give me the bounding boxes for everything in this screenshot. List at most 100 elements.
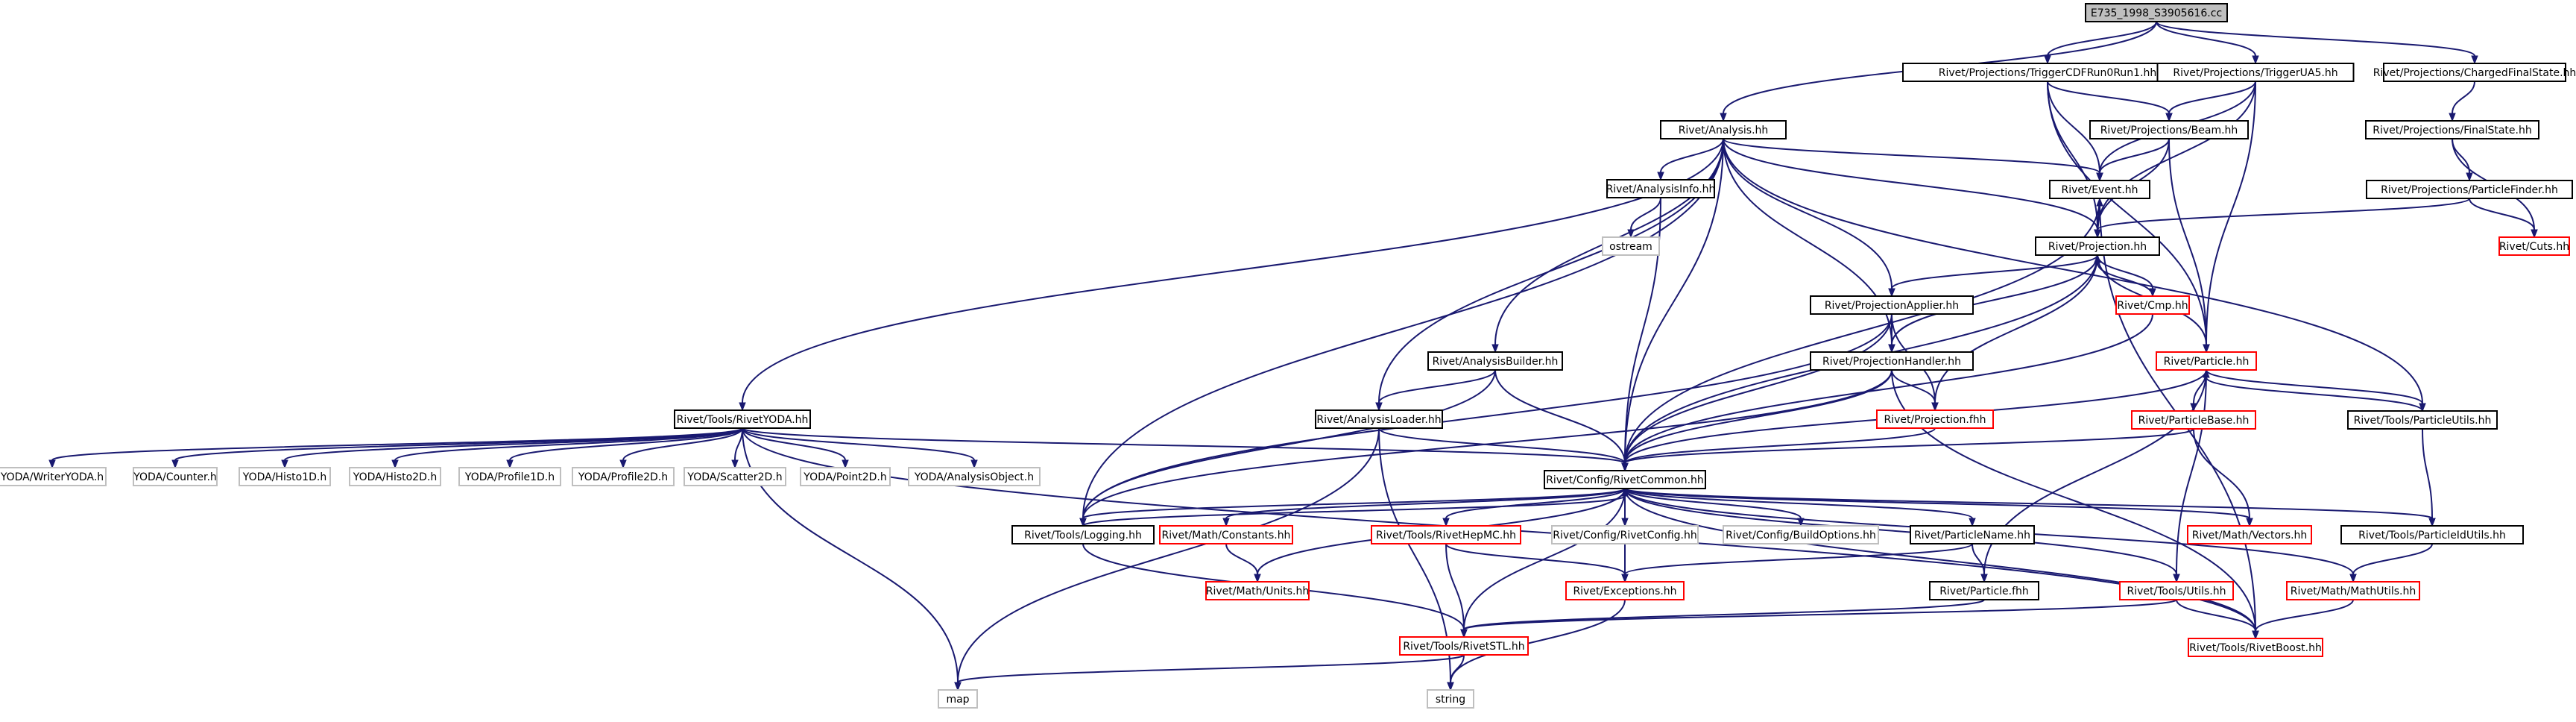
edge-trigcdf-to-beam: [2047, 81, 2173, 122]
node-pbase[interactable]: Rivet/ParticleBase.hh: [2131, 410, 2256, 430]
node-label: Rivet/ProjectionApplier.hh: [1825, 300, 1959, 312]
node-rivetyoda[interactable]: Rivet/Tools/RivetYODA.hh: [674, 409, 811, 429]
node-label: Rivet/Tools/RivetBoost.hh: [2189, 642, 2322, 654]
node-projection[interactable]: Rivet/Projection.hh: [2035, 236, 2160, 256]
edge-trigua5-to-beam: [2165, 81, 2256, 122]
node-label: YODA/WriterYODA.h: [0, 471, 104, 483]
edge-common-to-stl: [1460, 488, 1626, 638]
node-profile1d: YODA/Profile1D.h: [458, 467, 561, 486]
edge-analysis-to-papplier: [1723, 138, 1895, 298]
nodes-layer: E735_1998_S3905616.ccRivet/Projections/T…: [0, 3, 2576, 709]
edge-hepmc-to-stl: [1445, 543, 1468, 638]
node-vectors[interactable]: Rivet/Math/Vectors.hh: [2187, 525, 2312, 544]
node-label: YODA/Point2D.h: [803, 471, 886, 483]
edge-particlefhh-to-stl: [1460, 599, 1985, 638]
node-particlefhh[interactable]: Rivet/Particle.fhh: [1929, 581, 2039, 600]
edge-mconst-to-units: [1225, 543, 1261, 583]
node-aloader[interactable]: Rivet/AnalysisLoader.hh: [1315, 409, 1443, 429]
node-pfhh[interactable]: Rivet/Projection.fhh: [1876, 409, 1994, 429]
node-box: [2156, 63, 2355, 82]
edge-rivetyoda-to-aobject: [742, 427, 978, 469]
node-box: [1565, 581, 1685, 600]
edge-pidutils-to-mathutils: [2349, 543, 2433, 583]
node-exceptions[interactable]: Rivet/Exceptions.hh: [1565, 581, 1685, 600]
edge-mathutils-to-boost: [2252, 599, 2354, 640]
node-label: Rivet/Exceptions.hh: [1573, 586, 1676, 597]
node-units[interactable]: Rivet/Math/Units.hh: [1205, 581, 1310, 600]
node-pidutils[interactable]: Rivet/Tools/ParticleIdUtils.hh: [2340, 525, 2524, 544]
node-label: Rivet/Tools/Utils.hh: [2127, 586, 2226, 597]
node-box: [1544, 470, 1706, 489]
node-root[interactable]: E735_1998_S3905616.cc: [2085, 3, 2228, 22]
edge-root-to-trigcdf: [2044, 21, 2157, 65]
node-common[interactable]: Rivet/Config/RivetCommon.hh: [1544, 470, 1706, 489]
node-scatter2d: YODA/Scatter2D.h: [684, 467, 786, 486]
node-cmp[interactable]: Rivet/Cmp.hh: [2115, 295, 2190, 315]
node-papplier[interactable]: Rivet/ProjectionApplier.hh: [1810, 295, 1974, 315]
node-mathutils[interactable]: Rivet/Math/MathUtils.hh: [2286, 581, 2420, 600]
node-label: Rivet/Projections/TriggerCDFRun0Run1.hh: [1939, 67, 2157, 79]
node-label: Rivet/Projections/ParticleFinder.hh: [2381, 184, 2558, 196]
node-ainfo[interactable]: Rivet/AnalysisInfo.hh: [1606, 179, 1716, 198]
node-box: [1910, 525, 2035, 544]
node-label: string: [1436, 694, 1465, 706]
node-box: [938, 689, 978, 709]
node-label: E735_1998_S3905616.cc: [2091, 7, 2222, 19]
edge-event-to-common: [1621, 198, 2100, 472]
node-label: Rivet/Cuts.hh: [2499, 241, 2569, 253]
node-label: Rivet/ProjectionHandler.hh: [1822, 356, 1961, 368]
node-histo1d: YODA/Histo1D.h: [239, 467, 331, 486]
node-abuilder[interactable]: Rivet/AnalysisBuilder.hh: [1427, 351, 1563, 371]
node-label: Rivet/Tools/RivetHepMC.hh: [1376, 530, 1516, 542]
edge-rivetyoda-to-histo2d: [391, 427, 743, 469]
node-trigua5[interactable]: Rivet/Projections/TriggerUA5.hh: [2156, 63, 2355, 82]
node-phandler[interactable]: Rivet/ProjectionHandler.hh: [1810, 351, 1974, 371]
node-box: [2049, 180, 2150, 199]
node-particle[interactable]: Rivet/Particle.hh: [2156, 351, 2257, 371]
node-beam[interactable]: Rivet/Projections/Beam.hh: [2089, 120, 2249, 139]
node-box: [908, 467, 1041, 486]
node-label: Rivet/Config/RivetCommon.hh: [1546, 474, 1704, 486]
node-logging[interactable]: Rivet/Tools/Logging.hh: [1011, 525, 1155, 544]
node-box: [239, 467, 331, 486]
edge-cmp-to-projection: [2094, 254, 2153, 297]
edge-common-to-bopts: [1624, 488, 1805, 527]
node-hepmc[interactable]: Rivet/Tools/RivetHepMC.hh: [1371, 525, 1521, 544]
node-box: [1876, 409, 1994, 429]
node-label: Rivet/Config/BuildOptions.hh: [1726, 530, 1876, 542]
node-pfinder[interactable]: Rivet/Projections/ParticleFinder.hh: [2366, 180, 2573, 199]
node-box: [2089, 120, 2249, 139]
node-stl[interactable]: Rivet/Tools/RivetSTL.hh: [1399, 636, 1529, 656]
edge-common-to-logging: [1079, 488, 1626, 527]
node-box: [1159, 525, 1293, 544]
node-box: [1315, 409, 1443, 429]
node-event[interactable]: Rivet/Event.hh: [2049, 180, 2150, 199]
node-label: Rivet/AnalysisInfo.hh: [1606, 183, 1716, 195]
node-cfs[interactable]: Rivet/Projections/ChargedFinalState.hh: [2373, 63, 2576, 82]
node-aobject: YODA/AnalysisObject.h: [908, 467, 1041, 486]
node-label: Rivet/Config/RivetConfig.hh: [1553, 530, 1696, 542]
node-box: [2156, 351, 2257, 371]
edge-rivetyoda-to-profile2d: [619, 427, 743, 469]
node-box: [2131, 410, 2256, 430]
node-label: YODA/AnalysisObject.h: [914, 471, 1034, 483]
node-boost[interactable]: Rivet/Tools/RivetBoost.hh: [2188, 638, 2323, 657]
edge-utils-to-stl: [1460, 599, 2177, 638]
node-box: [1902, 63, 2193, 82]
node-label: Rivet/Particle.hh: [2164, 356, 2250, 368]
node-box: [1810, 295, 1974, 315]
node-label: YODA/Counter.h: [133, 471, 217, 483]
node-box: [349, 467, 441, 486]
node-fs[interactable]: Rivet/Projections/FinalState.hh: [2365, 120, 2539, 139]
node-mconst[interactable]: Rivet/Math/Constants.hh: [1159, 525, 1293, 544]
node-utils[interactable]: Rivet/Tools/Utils.hh: [2119, 581, 2234, 600]
node-label: Rivet/Tools/RivetSTL.hh: [1403, 641, 1524, 653]
node-point2d: YODA/Point2D.h: [800, 467, 891, 486]
node-label: YODA/Histo2D.h: [353, 471, 437, 483]
node-cuts[interactable]: Rivet/Cuts.hh: [2498, 236, 2570, 256]
node-analysis[interactable]: Rivet/Analysis.hh: [1660, 120, 1787, 139]
node-label: Rivet/AnalysisBuilder.hh: [1433, 356, 1559, 368]
node-putils[interactable]: Rivet/Tools/ParticleUtils.hh: [2347, 410, 2498, 430]
node-trigcdf[interactable]: Rivet/Projections/TriggerCDFRun0Run1.hh: [1902, 63, 2193, 82]
node-pname[interactable]: Rivet/ParticleName.hh: [1910, 525, 2035, 544]
